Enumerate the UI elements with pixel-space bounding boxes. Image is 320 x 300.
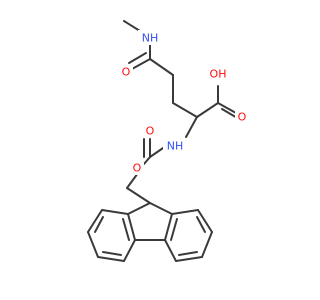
bond-left-ring-1 xyxy=(101,209,129,215)
carbamate-oxygen-label: O xyxy=(146,125,155,138)
atom-labels: NH O OH O NH O O xyxy=(119,30,249,175)
bond-left-ring-2 xyxy=(87,209,103,233)
bond-carbamate-ester-o xyxy=(143,156,151,165)
bond-right-ring-6 xyxy=(164,213,173,241)
bond-left-ring-inner-2 xyxy=(102,251,122,256)
bond-amide-co-1 xyxy=(131,58,151,70)
carbamate-nh-label: NH xyxy=(167,140,184,153)
bond-alpha-nh xyxy=(185,116,198,138)
bond-left-ring-3 xyxy=(87,231,99,258)
bond-ester-o-ch2 xyxy=(126,172,139,189)
bond-left-ring-4 xyxy=(97,256,125,262)
bond-c9-c8a xyxy=(127,202,151,215)
ester-oxygen-label: O xyxy=(133,162,142,175)
structure-canvas: NH O OH O NH O O xyxy=(87,20,249,262)
bond-left-ring-5 xyxy=(123,239,136,262)
bond-right-ring-inner-2 xyxy=(178,251,198,256)
bond-right-ring-4 xyxy=(175,256,203,262)
bond-ch2-c9 xyxy=(126,187,151,204)
bond-right-ring-2 xyxy=(197,209,213,233)
bond-acid-co-1 xyxy=(217,102,237,114)
bond-ch2-alpha xyxy=(172,102,198,118)
acid-oxygen-label: O xyxy=(238,111,247,124)
amide-oxygen-label: O xyxy=(122,66,131,79)
bond-right-ring-inner-3 xyxy=(170,218,178,241)
bond-right-ring-5 xyxy=(164,239,177,262)
bond-c9-c9a xyxy=(149,202,173,215)
bond-left-ring-inner-3 xyxy=(122,218,130,241)
bond-left-ring-6 xyxy=(127,213,136,241)
bond-right-ring-3 xyxy=(201,231,213,258)
bonds xyxy=(87,20,240,262)
molecule-diagram: NH O OH O NH O O xyxy=(87,20,249,262)
bond-amide-ch2 xyxy=(149,58,174,76)
bond-methyl-nh xyxy=(123,20,141,32)
bond-amide-co-2 xyxy=(128,52,147,64)
bond-right-ring-1 xyxy=(171,209,199,215)
acid-oh-label: OH xyxy=(210,68,227,81)
bond-right-ring-inner-1 xyxy=(196,216,206,233)
bond-alpha-acid xyxy=(196,102,219,118)
bond-left-ring-inner-1 xyxy=(94,216,104,233)
amide-nh-label: NH xyxy=(142,32,159,45)
